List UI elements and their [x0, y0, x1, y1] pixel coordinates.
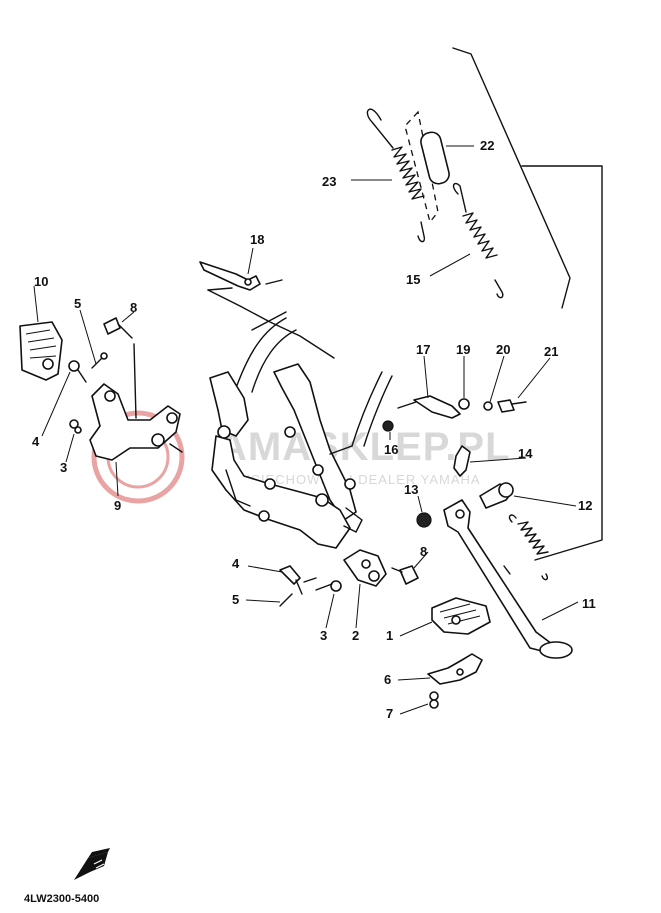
part-5-pin-upper: [79, 309, 108, 369]
callout-20: 20: [496, 342, 510, 357]
callout-13: 13: [404, 482, 418, 497]
frame-guide-lines: [207, 287, 335, 359]
callout-14: 14: [518, 446, 533, 461]
part-8-bolt-lower: [391, 551, 429, 585]
part-16-nut: [382, 420, 394, 440]
callout-3-lower: 3: [320, 628, 327, 643]
part-3-spring-lower: [303, 577, 342, 629]
stand-spring: [508, 514, 549, 581]
frame-section: [209, 317, 393, 549]
callout-4-upper: 4: [32, 434, 40, 449]
part-4-pin-lower: [247, 565, 303, 595]
callout-17: 17: [416, 342, 430, 357]
part-6-plate: [397, 653, 483, 685]
callout-16: 16: [384, 442, 398, 457]
callout-12: 12: [578, 498, 592, 513]
callout-22: 22: [480, 138, 494, 153]
drawing-code: 4LW2300-5400: [24, 893, 99, 905]
part-2-footrest-bracket-right: [343, 549, 387, 629]
part-14-plate: [453, 445, 527, 477]
group-bracket: [452, 47, 603, 561]
callout-15: 15: [406, 272, 420, 287]
part-23-spring: [351, 108, 426, 243]
callout-5-upper: 5: [74, 296, 81, 311]
part-8-bolt-upper: [103, 311, 135, 339]
part-4-pin-upper: [41, 360, 87, 437]
callout-9: 9: [114, 498, 121, 513]
part-12-bolt: [479, 482, 577, 509]
part-1-footrest-right: [399, 597, 491, 637]
callout-21: 21: [544, 344, 558, 359]
part-15-spring: [429, 182, 504, 299]
watermark-sub-text: ZYCIECHOWICZ I DEALER YAMAHA: [232, 472, 481, 487]
callout-5-lower: 5: [232, 592, 239, 607]
callout-6: 6: [384, 672, 391, 687]
callout-23: 23: [322, 174, 336, 189]
part-5-pin-lower: [245, 593, 293, 607]
callout-11: 11: [582, 596, 596, 611]
part-13-nut: [416, 495, 432, 528]
callout-8-lower: 8: [420, 544, 427, 559]
callout-1: 1: [386, 628, 393, 643]
part-3-spring-upper: [65, 419, 82, 463]
part-10-footrest-left: [19, 285, 63, 381]
callout-10: 10: [34, 274, 48, 289]
part-9-footrest-bracket: [89, 343, 183, 497]
callout-labels: 10 5 8 4 3 9 18 23 22 15 17 19 20 21 16 …: [32, 138, 596, 721]
part-20-washer: [483, 355, 505, 411]
watermark-logo: [91, 410, 185, 504]
part-19-collar: [458, 356, 470, 410]
part-21-bolt: [497, 357, 551, 413]
callout-19: 19: [456, 342, 470, 357]
front-direction-icon: [74, 848, 110, 880]
callout-4-lower: 4: [232, 556, 240, 571]
part-11-side-stand: [443, 499, 579, 659]
callout-7: 7: [386, 706, 393, 721]
part-17-stand-bracket: [397, 355, 461, 419]
part-7-screw: [399, 691, 439, 715]
callout-3-upper: 3: [60, 460, 67, 475]
part-22-spring-sleeve: [404, 110, 474, 224]
callout-18: 18: [250, 232, 264, 247]
callout-2: 2: [352, 628, 359, 643]
callout-8-upper: 8: [130, 300, 137, 315]
part-18-plate: [199, 247, 283, 291]
